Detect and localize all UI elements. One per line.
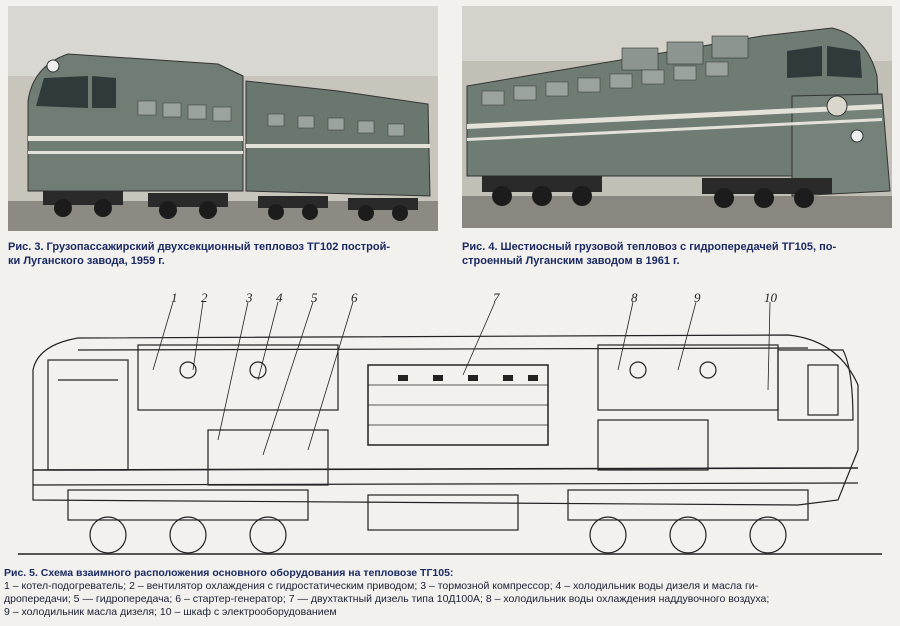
- legend-line: дропередачи; 5 — гидропередача; 6 – стар…: [4, 593, 770, 605]
- callout-9: 9: [694, 290, 701, 305]
- callout-3: 3: [246, 290, 253, 305]
- callout-6: 6: [351, 290, 358, 305]
- figure-3-caption: Рис. 3. Грузопассажирский двухсекционный…: [8, 240, 440, 268]
- callout-7: 7: [493, 290, 500, 305]
- caption-line: Рис. 4. Шестиосный грузовой тепловоз с г…: [462, 241, 837, 253]
- callout-8: 8: [631, 290, 638, 305]
- callout-10: 10: [764, 290, 777, 305]
- callout-5: 5: [311, 290, 318, 305]
- photo-tg105: [462, 6, 892, 228]
- callout-2: 2: [201, 290, 208, 305]
- figure-4-caption: Рис. 4. Шестиосный грузовой тепловоз с г…: [462, 240, 892, 268]
- caption-line: Рис. 3. Грузопассажирский двухсекционный…: [8, 241, 390, 253]
- callout-4: 4: [276, 290, 283, 305]
- figure-5-legend: Рис. 5. Схема взаимного расположения осн…: [4, 567, 896, 619]
- callout-1: 1: [171, 290, 178, 305]
- legend-title: Рис. 5. Схема взаимного расположения осн…: [4, 567, 454, 579]
- photo-tg102: [8, 6, 438, 231]
- legend-line: 9 – холодильник масла дизеля; 10 – шкаф …: [4, 606, 337, 618]
- caption-line: строенный Луганским заводом в 1961 г.: [462, 255, 680, 267]
- caption-line: ки Луганского завода, 1959 г.: [8, 255, 165, 267]
- legend-line: 1 – котел-подогреватель; 2 – вентилятор …: [4, 580, 759, 592]
- locomotive-layout-diagram: 1 2 3 4 5 6 7 8 9 10: [8, 290, 892, 560]
